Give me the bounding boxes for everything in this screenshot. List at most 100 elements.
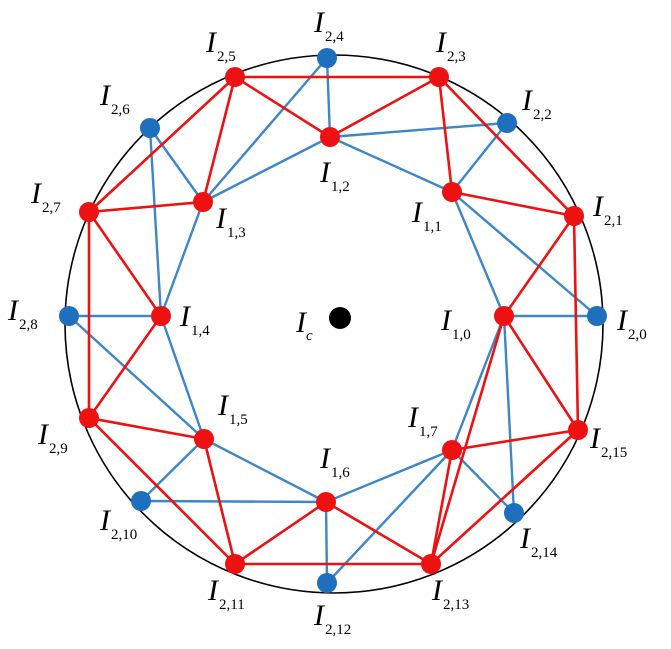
label-I15: I1,5 (217, 389, 248, 428)
label-I211-main: I (207, 574, 220, 607)
label-I17-sub: 1,7 (419, 424, 438, 440)
red-edge-I10-I213 (429, 314, 506, 566)
node-I27 (79, 202, 99, 222)
label-I21-main: I (592, 190, 605, 223)
blue-edge-I10-I11 (450, 190, 506, 318)
blue-edge-I22-I12 (328, 121, 509, 139)
node-I21 (564, 206, 584, 226)
label-I24-sub: 2,4 (325, 29, 344, 45)
label-I23-main: I (435, 26, 448, 59)
label-I29-main: I (37, 418, 50, 451)
red-edge-I23-I21 (437, 75, 576, 218)
label-I29-sub: 2,9 (49, 441, 68, 457)
node-I16 (316, 492, 336, 512)
label-I17: I1,7 (407, 401, 438, 440)
blue-edge-I11-I12 (328, 135, 454, 194)
red-edge-I21-I215 (572, 214, 580, 432)
label-I25-main: I (205, 26, 218, 59)
blue-edge-I26-I13 (148, 126, 205, 204)
blue-edge-I24-I13 (201, 56, 329, 204)
label-I17-main: I (407, 401, 420, 434)
label-I11-sub: 1,1 (423, 219, 442, 235)
label-I25-sub: 2,5 (217, 49, 236, 65)
label-I11-main: I (411, 196, 424, 229)
label-I215: I2,15 (589, 422, 627, 461)
label-I16-sub: 1,6 (331, 465, 350, 481)
node-I28 (59, 306, 79, 326)
label-I22: I2,2 (521, 84, 552, 123)
red-edge-I10-I215 (502, 314, 580, 432)
label-I24: I2,4 (313, 6, 344, 45)
label-I13-main: I (215, 202, 228, 235)
label-I25: I2,5 (205, 26, 236, 65)
node-I26 (140, 118, 160, 138)
label-I28-main: I (7, 294, 20, 327)
red-edge-I17-I213 (429, 448, 454, 566)
blue-edge-I210-I16 (139, 499, 328, 504)
label-I20: I2,0 (616, 304, 647, 343)
label-I26-sub: 2,6 (111, 102, 130, 118)
red-edge-I215-I17 (450, 428, 580, 452)
red-edge-I211-I15 (202, 437, 237, 566)
label-I21-sub: 2,1 (604, 213, 623, 229)
node-I20 (587, 306, 607, 326)
center-label-sub: c (306, 328, 313, 344)
blue-edge-I20-I11 (450, 190, 599, 318)
label-I20-sub: 2,0 (628, 327, 647, 343)
label-I14-main: I (179, 300, 192, 333)
red-edge-I211-I29 (87, 416, 237, 566)
label-I13-sub: 1,3 (227, 225, 246, 241)
label-I214-sub: 2,14 (531, 545, 558, 561)
node-I210 (131, 491, 151, 511)
label-I13: I1,3 (215, 202, 246, 241)
label-I212: I2,12 (313, 599, 351, 638)
center-node (329, 307, 351, 329)
label-I12: I1,2 (319, 156, 350, 195)
red-edge-I15-I29 (87, 416, 206, 441)
label-I23: I2,3 (435, 26, 466, 65)
label-I27-sub: 2,7 (42, 200, 61, 216)
red-edge-I25-I12 (233, 75, 332, 139)
label-I12-main: I (319, 156, 332, 189)
label-I14-sub: 1,4 (191, 323, 210, 339)
label-I14: I1,4 (179, 300, 210, 339)
blue-edge-I17-I10 (450, 314, 506, 452)
label-I211-sub: 2,11 (219, 597, 245, 613)
node-I23 (429, 67, 449, 87)
node-I214 (504, 503, 524, 523)
blue-edge-I212-I17 (325, 448, 454, 585)
node-I29 (79, 408, 99, 428)
node-I10 (494, 306, 514, 326)
label-I27-main: I (30, 177, 43, 210)
red-edge-I23-I11 (437, 75, 454, 194)
node-I215 (568, 420, 588, 440)
blue-edge-I14-I15 (159, 314, 206, 441)
label-I16-main: I (319, 442, 332, 475)
label-I28: I2,8 (7, 294, 38, 333)
blue-edge-I214-I10 (502, 314, 516, 515)
label-I213: I2,13 (431, 574, 469, 613)
red-edge-I213-I16 (324, 500, 433, 566)
label-I11: I1,1 (411, 196, 442, 235)
blue-edge-I24-I12 (325, 56, 332, 139)
label-I21: I2,1 (592, 190, 623, 229)
node-I213 (421, 554, 441, 574)
label-I210-main: I (99, 504, 112, 537)
label-I24-main: I (313, 6, 326, 39)
node-I24 (317, 48, 337, 68)
red-edges (87, 75, 580, 566)
label-I15-main: I (217, 389, 230, 422)
red-edge-I215-I213 (429, 428, 580, 566)
node-I212 (317, 573, 337, 593)
label-I20-main: I (616, 304, 629, 337)
label-I210-sub: 2,10 (111, 527, 137, 543)
label-I22-sub: 2,2 (533, 107, 552, 123)
label-I26: I2,6 (99, 79, 130, 118)
blue-edge-I26-I14 (148, 126, 163, 318)
blue-edge-I22-I11 (450, 121, 509, 194)
node-I22 (497, 113, 517, 133)
label-I214-main: I (519, 522, 532, 555)
node-I14 (151, 306, 171, 326)
label-I215-sub: 2,15 (601, 445, 627, 461)
